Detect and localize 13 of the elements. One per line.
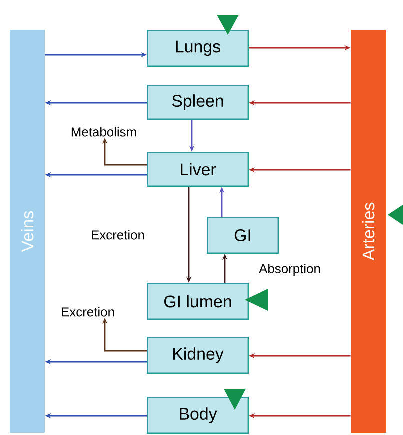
organ-box: GI lumen [147,283,249,320]
artery-bar: Arteries [351,30,386,433]
organ-box: Lungs [147,30,249,67]
organ-box: Kidney [147,337,249,374]
process-label: Excretion [62,307,114,317]
organ-box: Body [147,397,249,434]
organ-box: Liver [147,152,249,187]
edge-label: Absorption [259,264,320,276]
process-label: Metabolism [72,127,136,137]
organ-box: GI [207,217,279,254]
vein-bar: Veins [10,30,45,433]
edge-label: Excretion [92,230,144,240]
organ-box: Spleen [147,85,249,120]
